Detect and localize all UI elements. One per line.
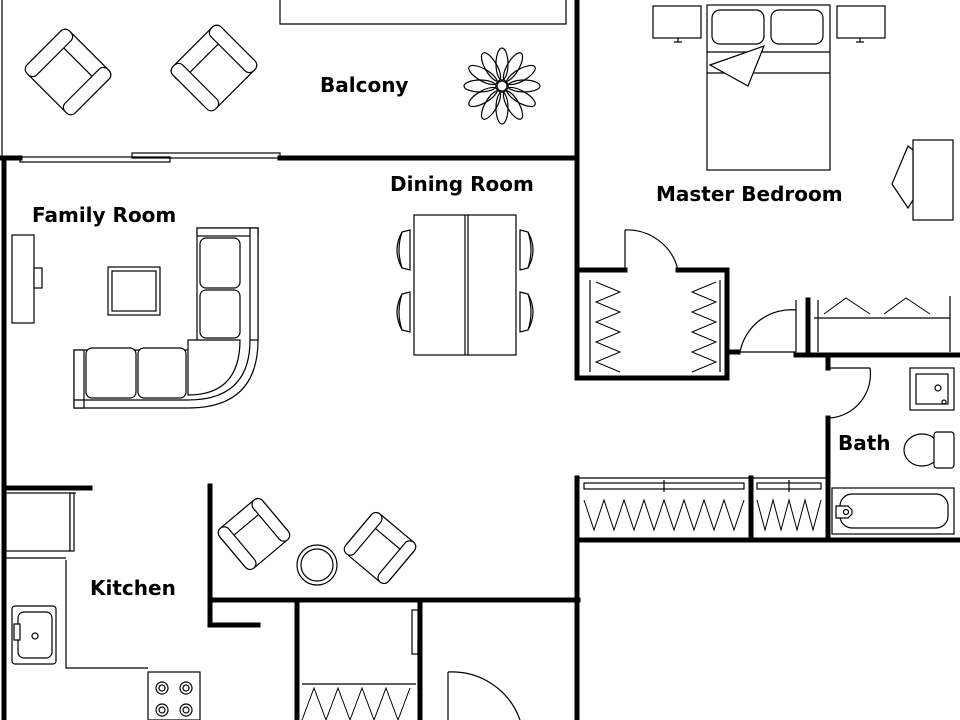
room-label-family-room: Family Room (32, 203, 177, 227)
dining-table-icon (413, 214, 517, 356)
desk-icon (912, 139, 954, 221)
room-label-bath: Bath (838, 431, 891, 455)
room-label-master-bedroom: Master Bedroom (656, 182, 843, 206)
tv-stand-icon (11, 234, 43, 324)
sofa-icon (73, 227, 259, 409)
door-swing-icon (828, 367, 872, 419)
armchair-icon (24, 28, 112, 116)
wall-closet-box (574, 267, 730, 381)
door-swing-icon (447, 671, 521, 720)
bathtub-icon (831, 487, 955, 535)
toilet-icon (903, 431, 955, 469)
room-label-balcony: Balcony (320, 73, 409, 97)
closet-icon (756, 480, 822, 532)
chair-icon (396, 291, 411, 333)
armchair-icon (217, 497, 291, 571)
bed-icon (706, 4, 831, 171)
refrigerator-icon (5, 492, 76, 552)
armchair-icon (343, 511, 417, 585)
sink-icon (11, 605, 57, 665)
closet-icon (589, 280, 721, 373)
chair-icon (519, 291, 534, 333)
closet-icon (583, 480, 745, 532)
kitchen-counter (6, 557, 148, 669)
balcony-rail-top (279, 0, 567, 25)
closet-icon (301, 609, 419, 720)
coffee-table-icon (107, 266, 161, 316)
nightstand-icon (836, 5, 886, 43)
round-table-icon (296, 544, 338, 586)
plant-icon (463, 47, 541, 125)
chair-icon (396, 229, 411, 271)
room-label-dining-room: Dining Room (390, 172, 534, 196)
chair-icon (519, 229, 534, 271)
armchair-icon (170, 24, 258, 112)
closet-icon (814, 296, 951, 352)
sliding-door-icon (19, 152, 281, 163)
door-swing-icon (738, 300, 797, 353)
door-swing-icon (624, 229, 679, 271)
stove-icon (147, 671, 201, 720)
sink-icon (909, 367, 955, 411)
room-label-kitchen: Kitchen (90, 576, 176, 600)
chair-icon (891, 145, 914, 210)
nightstand-icon (652, 5, 702, 43)
